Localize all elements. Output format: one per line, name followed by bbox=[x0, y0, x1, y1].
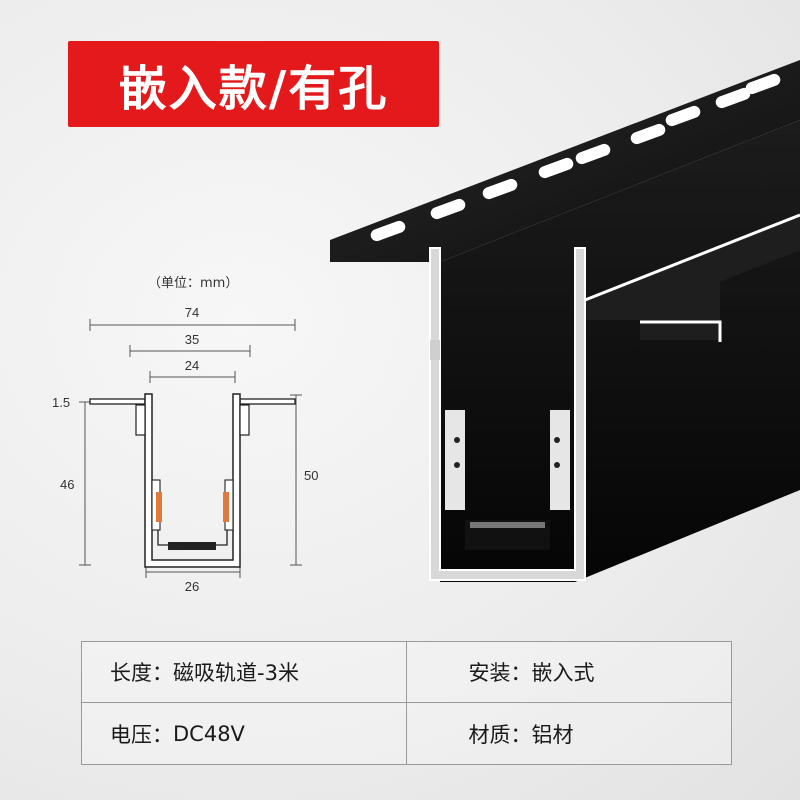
spec-value: 铝材 bbox=[531, 722, 574, 747]
spec-value: 嵌入式 bbox=[531, 661, 595, 685]
profile-outline bbox=[89, 393, 296, 568]
cross-section-diagram: 74 35 24 1.5 46 50 26 bbox=[52, 305, 318, 594]
spec-material: 材质：铝材 bbox=[407, 703, 732, 764]
dim-text-50: 50 bbox=[304, 468, 318, 483]
unit-label: （单位：mm） bbox=[148, 276, 239, 291]
spec-label: 安装： bbox=[468, 661, 532, 685]
spec-label: 电压： bbox=[110, 722, 173, 747]
spec-table: 长度：磁吸轨道-3米 安装：嵌入式 电压：DC48V 材质：铝材 bbox=[81, 641, 732, 765]
title-text: 嵌入款/有孔 bbox=[118, 61, 389, 117]
dim-text-26: 26 bbox=[185, 579, 199, 594]
dim-text-35: 35 bbox=[185, 332, 199, 347]
product-render bbox=[330, 60, 800, 582]
flange-holes bbox=[370, 73, 781, 242]
spec-value: 磁吸轨道-3米 bbox=[173, 661, 299, 685]
dim-text-74: 74 bbox=[185, 305, 199, 320]
title-badge: 嵌入款/有孔 bbox=[68, 41, 439, 127]
dim-text-1-5: 1.5 bbox=[52, 395, 70, 410]
profile-3d bbox=[330, 60, 800, 582]
spec-length: 长度：磁吸轨道-3米 bbox=[82, 642, 407, 703]
spec-label: 材质： bbox=[468, 722, 532, 747]
dim-text-46: 46 bbox=[60, 477, 74, 492]
spec-voltage: 电压：DC48V bbox=[82, 703, 407, 764]
spec-label: 长度： bbox=[110, 661, 173, 685]
dim-text-24: 24 bbox=[185, 358, 199, 373]
spec-install: 安装：嵌入式 bbox=[406, 642, 731, 703]
spec-value: DC48V bbox=[173, 721, 245, 746]
